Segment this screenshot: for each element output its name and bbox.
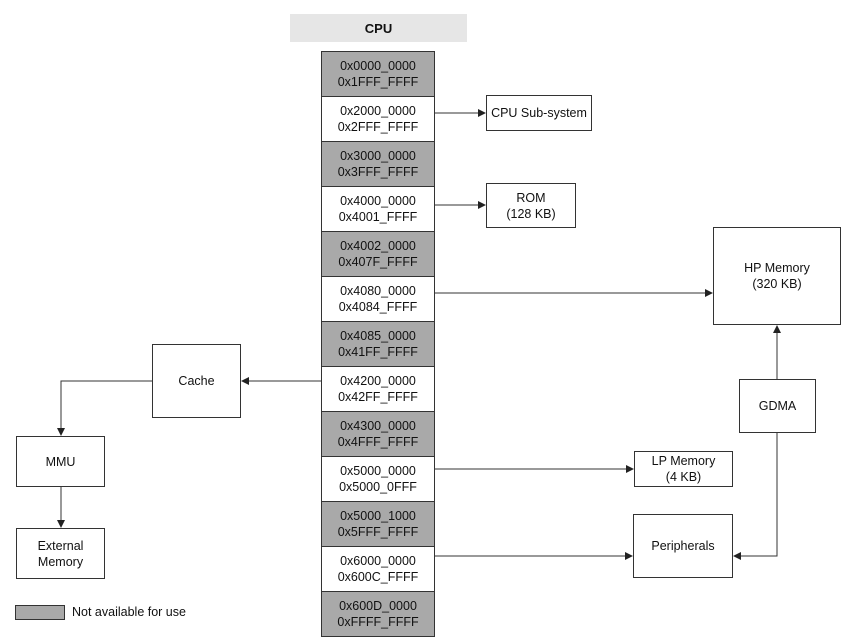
region-start-address: 0x3000_0000 bbox=[340, 149, 416, 163]
region-start-address: 0x4080_0000 bbox=[340, 284, 416, 298]
gdma-label: GDMA bbox=[758, 399, 797, 413]
legend-label: Not available for use bbox=[72, 605, 186, 619]
memory-region: 0x2000_0000 0x2FFF_FFFF bbox=[321, 97, 435, 142]
mmu-block: MMU bbox=[16, 436, 105, 487]
peripherals-label: Peripherals bbox=[651, 539, 715, 553]
region-start-address: 0x4000_0000 bbox=[340, 194, 416, 208]
cache-label: Cache bbox=[178, 374, 215, 388]
region-start-address: 0x4200_0000 bbox=[340, 374, 416, 388]
region-start-address: 0x2000_0000 bbox=[340, 104, 416, 118]
region-end-address: 0x4FFF_FFFF bbox=[337, 435, 419, 449]
region-end-address: 0x1FFF_FFFF bbox=[337, 75, 419, 89]
hp-memory-block: HP Memory (320 KB) bbox=[713, 227, 841, 325]
memory-region: 0x4000_0000 0x4001_FFFF bbox=[321, 187, 435, 232]
region-end-address: 0x4084_FFFF bbox=[338, 300, 418, 314]
memory-region: 0x4002_0000 0x407F_FFFF bbox=[321, 232, 435, 277]
memory-region: 0x3000_0000 0x3FFF_FFFF bbox=[321, 142, 435, 187]
region-end-address: 0x407F_FFFF bbox=[338, 255, 418, 269]
region-end-address: 0x600C_FFFF bbox=[337, 570, 419, 584]
cpu-label: CPU bbox=[364, 20, 393, 36]
cpu-subsystem-label: CPU Sub-system bbox=[491, 106, 587, 120]
region-end-address: 0x4001_FFFF bbox=[338, 210, 418, 224]
memory-region: 0x600D_0000 0xFFFF_FFFF bbox=[321, 592, 435, 637]
memory-map-column: 0x0000_0000 0x1FFF_FFFF 0x2000_0000 0x2FFF_… bbox=[321, 51, 435, 637]
region-start-address: 0x4085_0000 bbox=[340, 329, 416, 343]
hp-memory-label: HP Memory bbox=[744, 261, 810, 275]
region-start-address: 0x6000_0000 bbox=[340, 554, 416, 568]
external-memory-label: External bbox=[37, 538, 84, 553]
memory-region: 0x4200_0000 0x42FF_FFFF bbox=[321, 367, 435, 412]
memory-region: 0x0000_0000 0x1FFF_FFFF bbox=[321, 51, 435, 97]
external-memory-label-2: Memory bbox=[37, 554, 84, 569]
region-end-address: 0x5FFF_FFFF bbox=[337, 525, 419, 539]
lp-memory-block: LP Memory (4 KB) bbox=[634, 451, 733, 487]
memory-region: 0x5000_0000 0x5000_0FFF bbox=[321, 457, 435, 502]
memory-region: 0x5000_1000 0x5FFF_FFFF bbox=[321, 502, 435, 547]
cpu-subsystem-block: CPU Sub-system bbox=[486, 95, 592, 131]
lp-memory-size: (4 KB) bbox=[665, 470, 702, 484]
lp-memory-label: LP Memory bbox=[651, 454, 716, 468]
memory-region: 0x6000_0000 0x600C_FFFF bbox=[321, 547, 435, 592]
region-start-address: 0x600D_0000 bbox=[339, 599, 417, 613]
region-end-address: 0x2FFF_FFFF bbox=[337, 120, 419, 134]
memory-region: 0x4085_0000 0x41FF_FFFF bbox=[321, 322, 435, 367]
region-end-address: 0x5000_0FFF bbox=[339, 480, 417, 494]
arrow-cache-to-mmu bbox=[57, 380, 152, 436]
rom-label: ROM bbox=[516, 190, 546, 205]
region-end-address: 0xFFFF_FFFF bbox=[337, 615, 419, 629]
region-end-address: 0x42FF_FFFF bbox=[338, 390, 418, 404]
region-start-address: 0x5000_1000 bbox=[340, 509, 416, 523]
mmu-label: MMU bbox=[45, 454, 76, 469]
rom-size: (128 KB) bbox=[506, 206, 556, 221]
cache-block: Cache bbox=[152, 344, 241, 418]
region-start-address: 0x4002_0000 bbox=[340, 239, 416, 253]
memory-region: 0x4300_0000 0x4FFF_FFFF bbox=[321, 412, 435, 457]
arrow-gdma-to-peripherals bbox=[733, 433, 778, 560]
memory-region: 0x4080_0000 0x4084_FFFF bbox=[321, 277, 435, 322]
external-memory-block: External Memory bbox=[16, 528, 105, 579]
region-end-address: 0x41FF_FFFF bbox=[338, 345, 418, 359]
peripherals-block: Peripherals bbox=[633, 514, 733, 578]
region-start-address: 0x4300_0000 bbox=[340, 419, 416, 433]
legend-swatch bbox=[15, 605, 65, 620]
cpu-header: CPU bbox=[290, 14, 467, 42]
region-start-address: 0x5000_0000 bbox=[340, 464, 416, 478]
gdma-block: GDMA bbox=[739, 379, 816, 433]
rom-block: ROM (128 KB) bbox=[486, 183, 576, 228]
region-end-address: 0x3FFF_FFFF bbox=[337, 165, 419, 179]
region-start-address: 0x0000_0000 bbox=[340, 59, 416, 73]
hp-memory-size: (320 KB) bbox=[752, 277, 802, 291]
